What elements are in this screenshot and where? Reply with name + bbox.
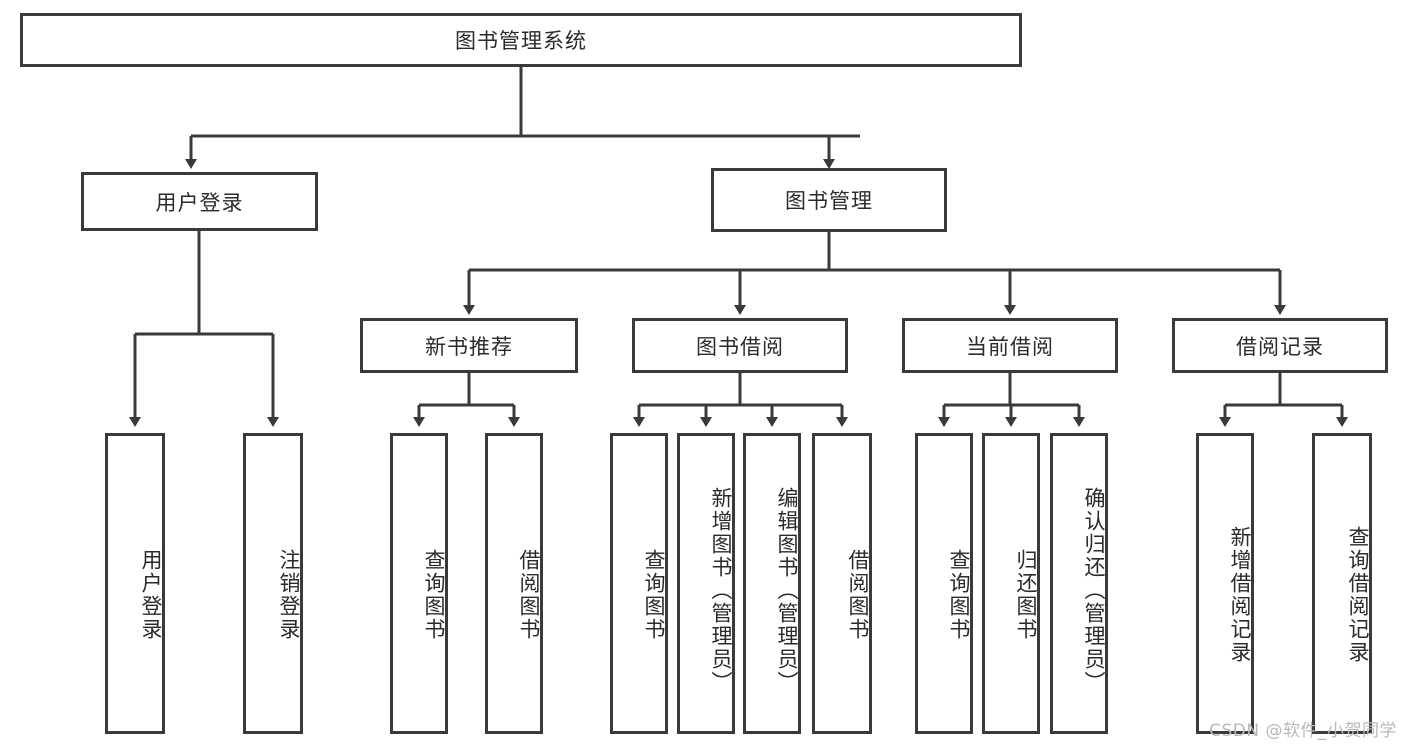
- leaf-user-login-logout[interactable]: 注销登录: [243, 433, 303, 734]
- leaf-borrow-edit-book-admin[interactable]: 编辑图书（管理员）: [743, 433, 801, 734]
- leaf-recommend-query-book[interactable]: 查询图书: [390, 433, 448, 734]
- leaf-borrow-query-book[interactable]: 查询图书: [610, 433, 668, 734]
- leaf-current-query-book[interactable]: 查询图书: [915, 433, 973, 734]
- node-current-borrow[interactable]: 当前借阅: [902, 318, 1118, 373]
- leaf-recommend-borrow-book[interactable]: 借阅图书: [485, 433, 543, 734]
- leaf-current-confirm-return-admin[interactable]: 确认归还（管理员）: [1050, 433, 1108, 734]
- leaf-record-add-record[interactable]: 新增借阅记录: [1196, 433, 1254, 734]
- leaf-user-login-login[interactable]: 用户登录: [105, 433, 165, 734]
- node-new-book-recommend[interactable]: 新书推荐: [360, 318, 578, 373]
- leaf-record-query-record[interactable]: 查询借阅记录: [1312, 433, 1372, 734]
- leaf-borrow-borrow-book[interactable]: 借阅图书: [812, 433, 872, 734]
- leaf-borrow-add-book-admin[interactable]: 新增图书（管理员）: [677, 433, 735, 734]
- node-book-borrow[interactable]: 图书借阅: [632, 318, 848, 373]
- leaf-current-return-book[interactable]: 归还图书: [982, 433, 1040, 734]
- node-user-login[interactable]: 用户登录: [81, 172, 318, 231]
- node-root-system[interactable]: 图书管理系统: [20, 13, 1022, 67]
- node-book-management[interactable]: 图书管理: [711, 168, 947, 232]
- node-borrow-record[interactable]: 借阅记录: [1172, 318, 1388, 373]
